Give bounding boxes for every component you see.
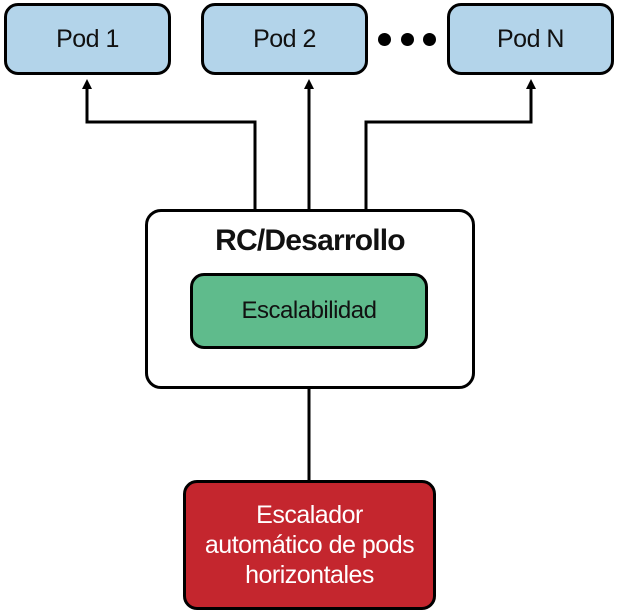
hpa-label-line-2: automático de pods [204,531,415,559]
scaling-label: Escalabilidad [241,297,377,324]
connector-rc-to-pod-1 [82,79,257,209]
ellipsis-dot [400,33,414,46]
pod-1-label: Pod 1 [56,24,119,53]
ellipsis-dot [378,33,391,46]
hpa-label-line-3: horizontales [245,561,374,589]
pod-1-box: Pod 1 [4,3,171,75]
hpa-label-line-1: Escalador [256,501,363,529]
pod-2-box: Pod 2 [201,3,368,75]
ellipsis-icon [378,33,436,47]
scaling-box: Escalabilidad [190,273,428,349]
pod-2-label: Pod 2 [253,24,316,53]
pod-n-box: Pod N [447,3,614,75]
hpa-box: Escalador automático de pods horizontale… [183,480,436,610]
rc-deployment-title: RC/Desarrollo [215,224,405,257]
pod-n-label: Pod N [497,24,564,53]
connector-rc-to-pod-n [364,79,536,209]
ellipsis-dot [423,33,436,46]
